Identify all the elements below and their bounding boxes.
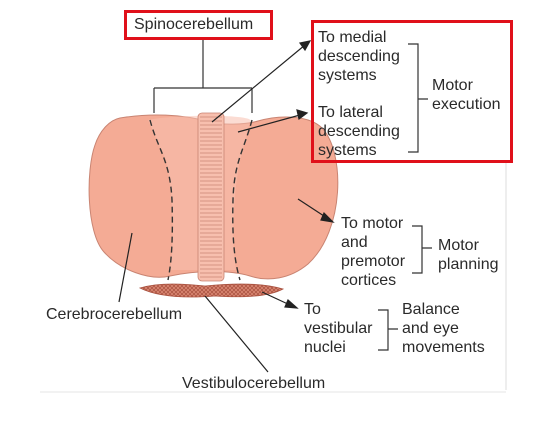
label-cerebrocerebellum: Cerebrocerebellum xyxy=(46,306,183,323)
bracket-balance xyxy=(378,309,398,351)
arrow-vestibular xyxy=(261,291,291,306)
boundary-right xyxy=(232,119,253,281)
label-balance: Balance and eye movements xyxy=(402,301,485,356)
flocculonodular-lobe xyxy=(138,283,285,298)
label-to-lateral: To lateral descending systems xyxy=(318,104,400,159)
arrowhead-motor xyxy=(320,211,335,223)
highlight-descending-systems xyxy=(311,20,513,163)
highlight-spinocerebellum xyxy=(124,10,273,40)
label-to-vestibular: To vestibular nuclei xyxy=(304,301,373,356)
arrowhead-medial xyxy=(298,40,312,52)
bracket-motor-planning xyxy=(412,225,432,274)
label-spinocerebellum: Spinocerebellum xyxy=(134,16,254,33)
arrows xyxy=(118,40,335,373)
label-motor-planning: Motor planning xyxy=(438,237,499,273)
label-to-motor: To motor and premotor cortices xyxy=(341,215,406,289)
arrow-lateral xyxy=(237,114,301,133)
spinocerebellum-bracket xyxy=(153,38,253,113)
label-vestibulocerebellum: Vestibulocerebellum xyxy=(182,375,326,392)
label-brackets xyxy=(378,43,432,351)
arrowhead-lateral xyxy=(296,109,309,121)
boundary-left xyxy=(149,119,174,281)
vermis-folia xyxy=(200,116,222,278)
pointer-cerebrocerebellum xyxy=(118,232,133,303)
pointer-vestibulocerebellum xyxy=(204,295,269,373)
bracket-motor-execution xyxy=(408,43,428,153)
label-to-medial: To medial descending systems xyxy=(318,29,400,84)
label-motor-execution: Motor execution xyxy=(432,77,501,113)
arrow-medial xyxy=(211,44,306,123)
arrowhead-vestibular xyxy=(284,298,299,309)
arrow-motor xyxy=(297,198,328,219)
